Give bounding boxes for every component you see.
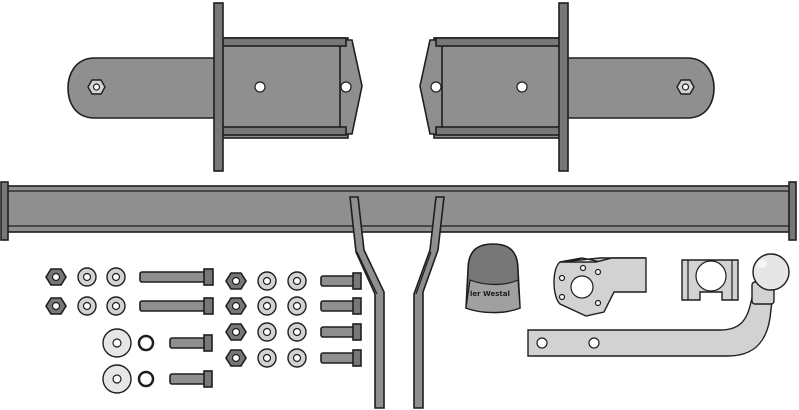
spring-washer-icon — [137, 370, 155, 388]
bolt-icon — [139, 297, 214, 315]
hardware-left-group — [45, 267, 214, 394]
hardware-right-group — [225, 271, 362, 368]
bolt-icon — [320, 326, 356, 338]
hardware-row — [225, 296, 362, 316]
hardware-row — [225, 322, 362, 342]
clamp-bracket — [681, 259, 739, 301]
bolt-icon — [320, 275, 356, 287]
bolt-icon — [139, 268, 214, 286]
cross-beam — [0, 181, 797, 241]
hardware-row — [225, 271, 362, 291]
left-mounting-bracket — [67, 2, 363, 172]
hardware-row — [225, 348, 362, 368]
right-bent-strap — [413, 196, 445, 409]
cap-brand-label: ler Westal — [470, 290, 510, 298]
socket-mounting-plate — [553, 257, 647, 317]
tow-ball-cap: ler Westal — [465, 243, 521, 314]
spring-washer-icon — [137, 334, 155, 352]
bolt-icon — [169, 370, 213, 388]
tow-ball-icon — [752, 253, 790, 291]
bolt-icon — [320, 300, 356, 312]
right-mounting-bracket — [419, 2, 715, 172]
tow-ball-arm — [527, 253, 790, 357]
bolt-icon — [169, 334, 213, 352]
bolt-icon — [320, 352, 356, 364]
left-bent-strap — [349, 196, 385, 409]
